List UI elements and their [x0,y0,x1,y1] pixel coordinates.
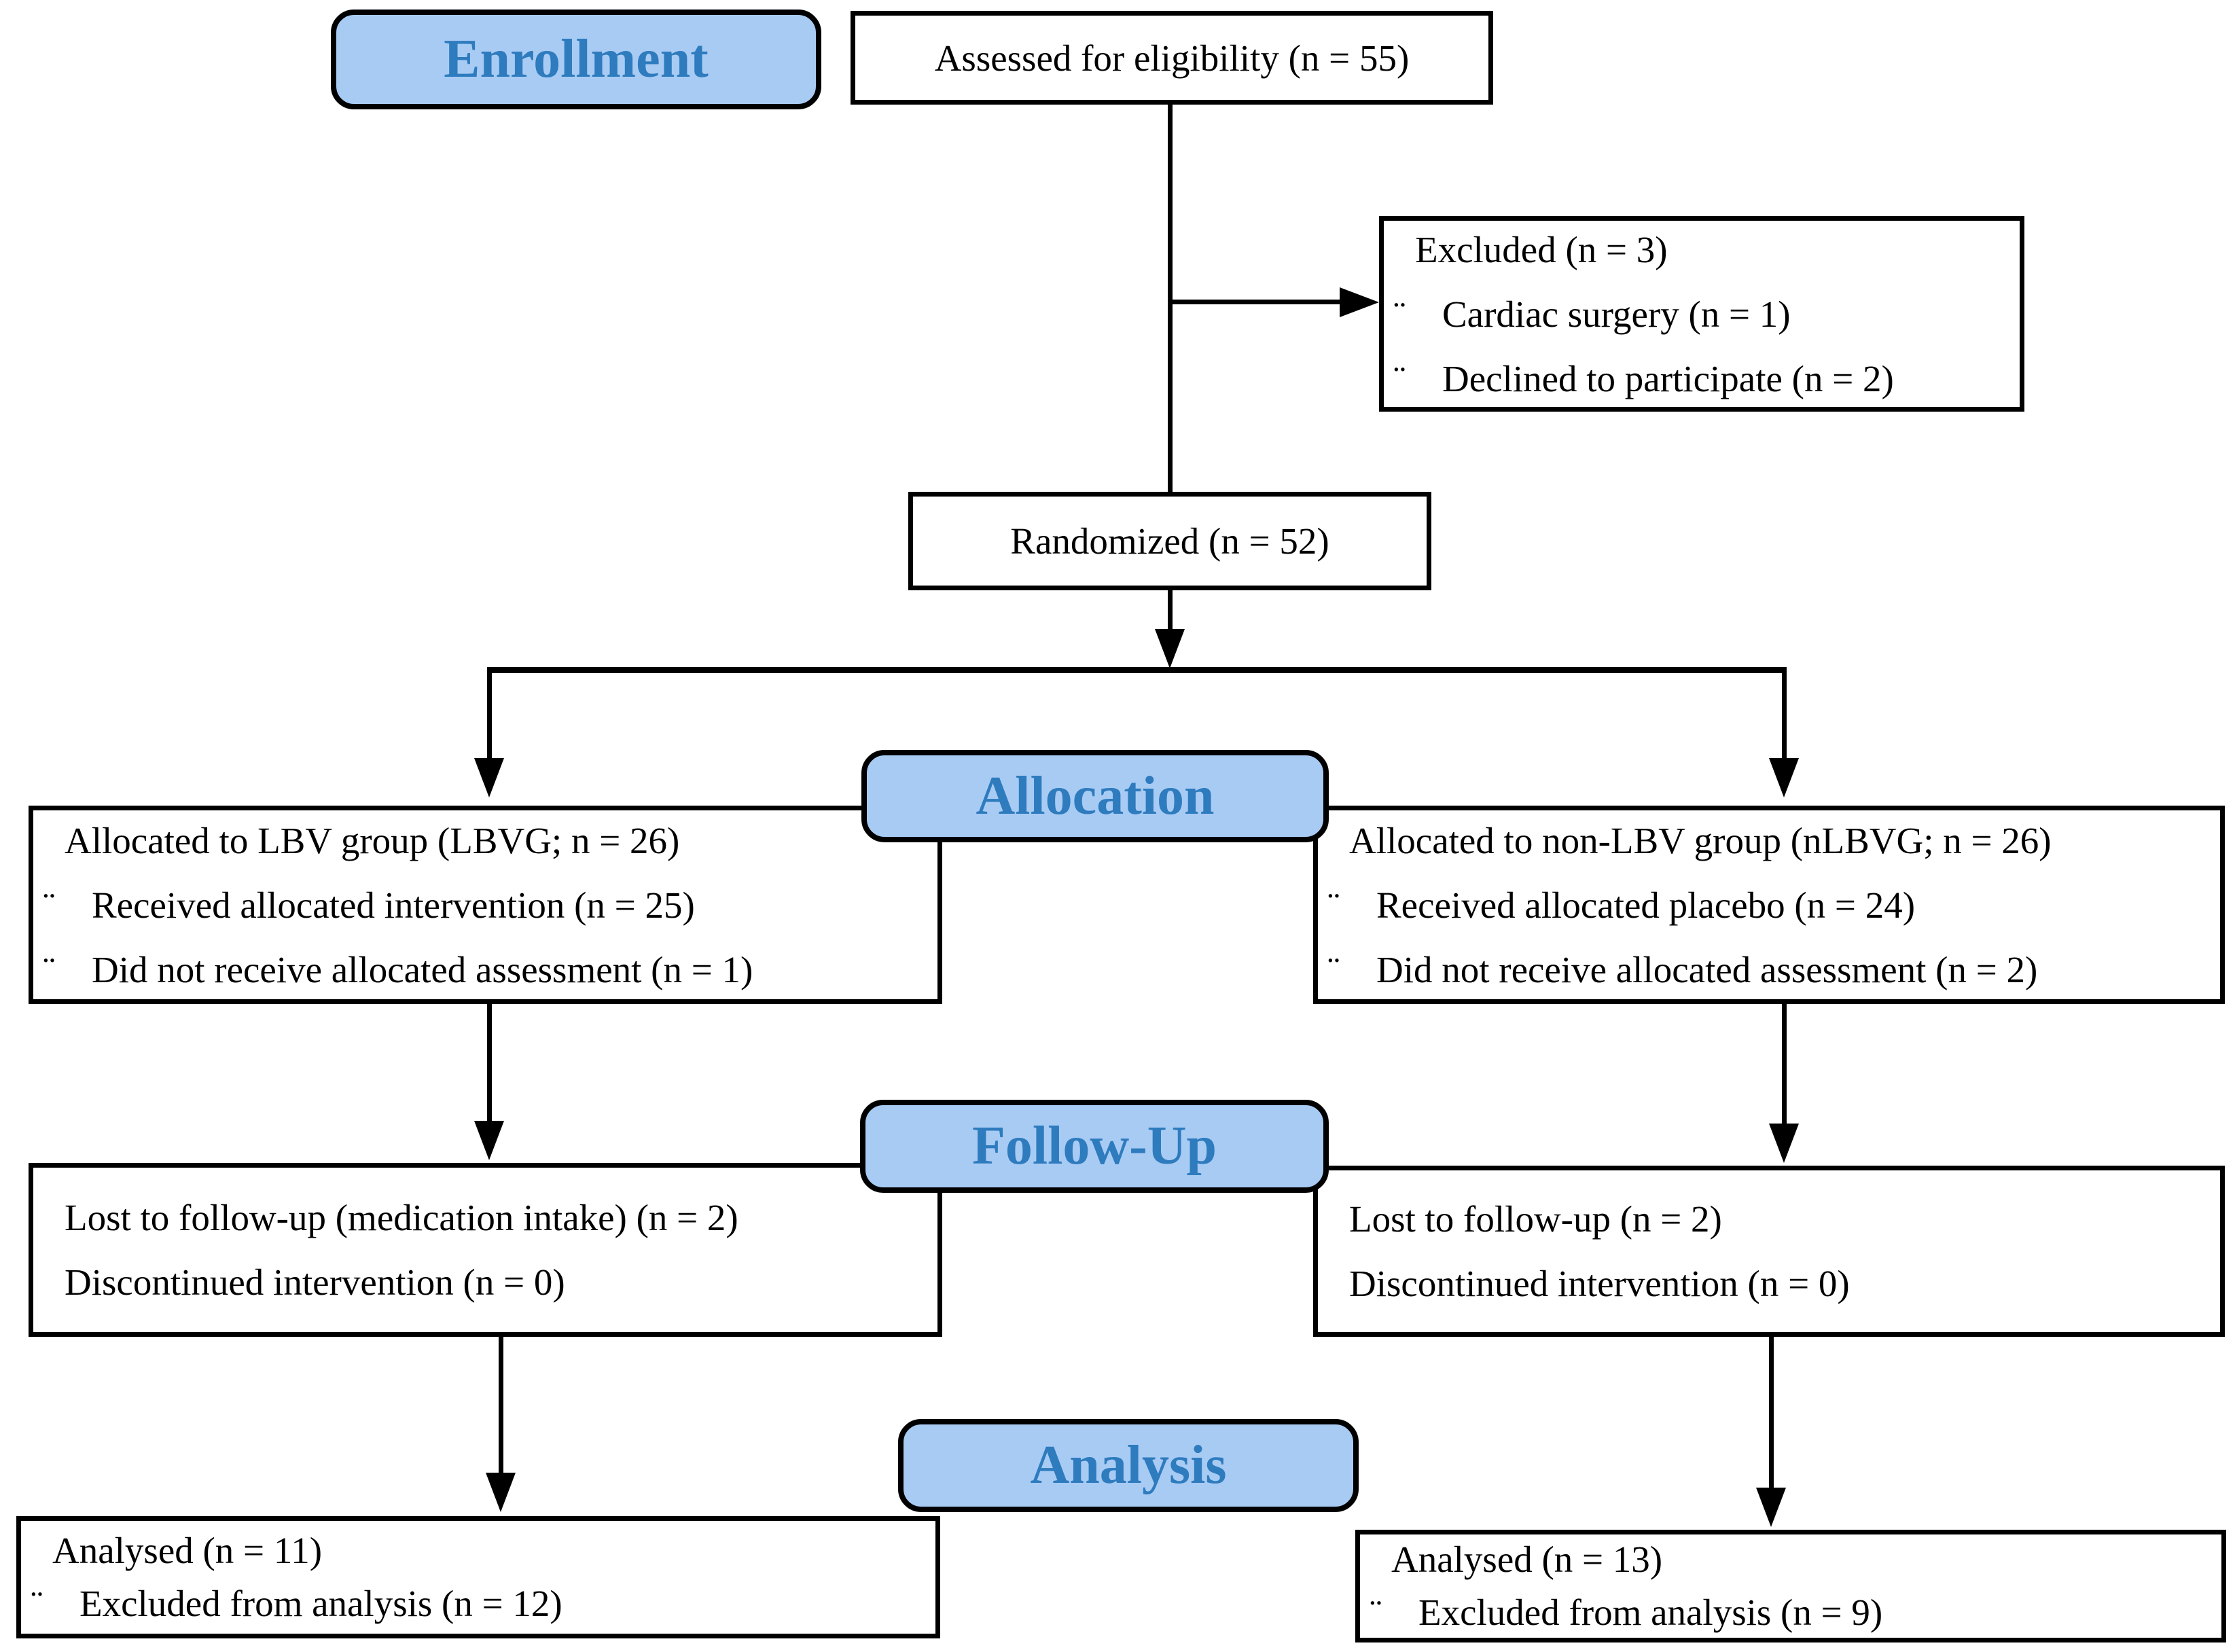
connector-assessed-randomized [1168,105,1173,492]
excluded-item-label: Cardiac surgery (n = 1) [1442,293,1791,335]
follow-up-left-box: Lost to follow-up (medication intake) (n… [29,1163,942,1337]
connector-split-bar [487,667,1787,673]
excluded-item-label: Declined to participate (n = 2) [1442,357,1894,399]
allocation-right-item: ¨ Received allocated placebo (n = 24) [1327,873,2209,937]
phase-header-allocation: Allocation [861,750,1329,842]
excluded-title-label: Excluded (n = 3) [1415,228,1668,270]
assessed-label: Assessed for eligibility (n = 55) [934,37,1410,79]
phase-label-allocation: Allocation [976,766,1215,826]
follow-up-right-label: Lost to follow-up (n = 2) [1349,1198,1722,1240]
allocation-left-item: ¨ Did not receive allocated assessment (n… [43,937,927,1002]
arrowhead-down-icon [474,758,504,797]
analysis-right-title-label: Analysed (n = 13) [1391,1539,1663,1580]
excluded-box: Excluded (n = 3) ¨ Cardiac surgery (n = 1… [1379,216,2024,412]
arrowhead-down-icon [1155,629,1185,668]
connector-split-right [1782,673,1787,760]
phase-label-analysis: Analysis [1030,1435,1227,1495]
randomized-label: Randomized (n = 52) [1010,520,1329,562]
phase-label-enrollment: Enrollment [444,29,709,89]
analysis-left-title-label: Analysed (n = 11) [52,1530,323,1571]
allocation-left-item-label: Received allocated intervention (n = 25) [92,884,695,926]
bullet-icon: ¨ [1370,1592,1382,1633]
allocation-right-item: ¨ Did not receive allocated assessment (n… [1327,937,2209,1002]
allocation-left-box: Allocated to LBV group (LBVG; n = 26) ¨ R… [29,806,942,1004]
connector-allocation-followup-left [487,1004,492,1122]
assessed-box: Assessed for eligibility (n = 55) [851,11,1493,105]
arrowhead-down-icon [1756,1488,1786,1527]
connector-followup-analysis-left [499,1337,503,1475]
analysis-left-item-label: Excluded from analysis (n = 12) [79,1583,562,1624]
connector-randomized-split [1168,590,1173,632]
allocation-left-title: Allocated to LBV group (LBVG; n = 26) [65,808,927,873]
allocation-right-title: Allocated to non-LBV group (nLBVG; n = 2… [1349,808,2209,873]
allocation-left-item-label: Did not receive allocated assessment (n … [92,948,753,990]
excluded-item: ¨ Cardiac surgery (n = 1) [1393,282,2009,346]
allocation-right-box: Allocated to non-LBV group (nLBVG; n = 2… [1313,806,2225,1004]
bullet-icon: ¨ [1393,357,1406,399]
analysis-right-item: ¨ Excluded from analysis (n = 9) [1370,1586,2211,1639]
phase-header-enrollment: Enrollment [331,10,821,109]
phase-header-follow-up: Follow-Up [860,1100,1329,1193]
follow-up-left-line: Lost to follow-up (medication intake) (n… [65,1185,927,1250]
arrowhead-down-icon [486,1473,516,1512]
connector-split-left [487,673,492,760]
bullet-icon: ¨ [43,948,56,990]
excluded-item: ¨ Declined to participate (n = 2) [1393,346,2009,411]
randomized-box: Randomized (n = 52) [908,492,1431,590]
allocation-right-item-label: Did not receive allocated assessment (n … [1376,948,2038,990]
arrowhead-down-icon [474,1121,504,1160]
bullet-icon: ¨ [1393,293,1406,335]
follow-up-right-line: Lost to follow-up (n = 2) [1349,1187,2209,1251]
connector-allocation-followup-right [1782,1004,1787,1125]
allocation-left-title-label: Allocated to LBV group (LBVG; n = 26) [65,819,680,861]
follow-up-right-box: Lost to follow-up (n = 2) Discontinued i… [1313,1166,2225,1337]
excluded-title: Excluded (n = 3) [1415,217,2009,282]
arrowhead-right-icon [1340,287,1379,317]
arrowhead-down-icon [1769,758,1799,797]
bullet-icon: ¨ [1327,884,1340,926]
assessed-text: Assessed for eligibility (n = 55) [935,26,1410,90]
analysis-left-title: Analysed (n = 11) [52,1524,925,1577]
allocation-right-title-label: Allocated to non-LBV group (nLBVG; n = 2… [1349,819,2052,861]
bullet-icon: ¨ [1327,948,1340,990]
follow-up-right-label: Discontinued intervention (n = 0) [1349,1263,1850,1304]
analysis-right-box: Analysed (n = 13) ¨ Excluded from analysi… [1355,1530,2226,1642]
connector-followup-analysis-right [1769,1337,1774,1489]
follow-up-right-line: Discontinued intervention (n = 0) [1349,1251,2209,1316]
analysis-right-title: Analysed (n = 13) [1391,1533,2211,1586]
follow-up-left-label: Lost to follow-up (medication intake) (n… [65,1197,738,1238]
connector-excluded-branch [1170,300,1341,304]
follow-up-left-label: Discontinued intervention (n = 0) [65,1261,565,1303]
analysis-left-box: Analysed (n = 11) ¨ Excluded from analysi… [16,1516,940,1638]
bullet-icon: ¨ [43,884,56,926]
analysis-right-item-label: Excluded from analysis (n = 9) [1418,1592,1883,1633]
allocation-left-item: ¨ Received allocated intervention (n = 25… [43,873,927,937]
phase-label-follow-up: Follow-Up [972,1116,1217,1176]
follow-up-left-line: Discontinued intervention (n = 0) [65,1250,927,1314]
analysis-left-item: ¨ Excluded from analysis (n = 12) [31,1577,925,1630]
phase-header-analysis: Analysis [898,1419,1359,1512]
randomized-text: Randomized (n = 52) [1010,509,1329,573]
allocation-right-item-label: Received allocated placebo (n = 24) [1376,884,1916,926]
bullet-icon: ¨ [31,1583,43,1624]
arrowhead-down-icon [1769,1124,1799,1163]
